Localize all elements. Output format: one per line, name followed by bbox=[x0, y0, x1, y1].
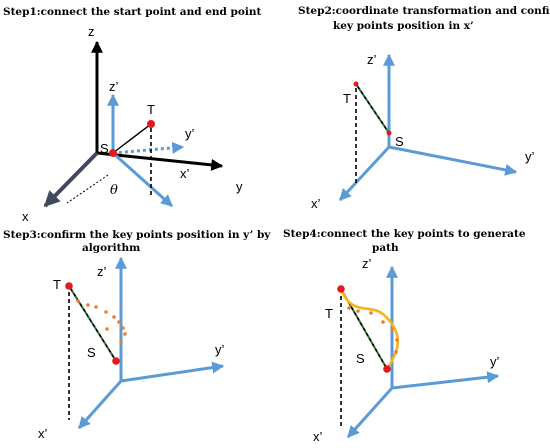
label-t: T bbox=[325, 306, 333, 321]
panel-step1: Step1:connect the start point and end po… bbox=[3, 6, 261, 224]
key-points-x-prime bbox=[68, 285, 117, 362]
x-prime-axis bbox=[111, 151, 174, 208]
label-s: S bbox=[395, 134, 404, 149]
label-theta: θ bbox=[110, 183, 118, 198]
label-x-prime: x’ bbox=[311, 196, 321, 211]
generated-path bbox=[339, 288, 400, 370]
start-point-s bbox=[109, 149, 117, 157]
label-y-prime: y’ bbox=[215, 342, 225, 357]
label-z-prime: z’ bbox=[97, 264, 107, 279]
y-prime-axis bbox=[388, 145, 518, 176]
end-point-t bbox=[147, 120, 155, 128]
label-x-prime: x’ bbox=[313, 429, 323, 444]
label-x-prime: x’ bbox=[180, 166, 190, 181]
y-axis bbox=[96, 151, 224, 171]
y-prime-axis bbox=[112, 141, 185, 155]
key-points-x-prime bbox=[355, 83, 390, 134]
start-point-s bbox=[112, 357, 120, 365]
x-prime-axis bbox=[346, 386, 394, 439]
end-point-t bbox=[337, 285, 345, 293]
step4-title-line2: path bbox=[372, 242, 399, 254]
s-t-segment bbox=[112, 123, 152, 154]
key-points bbox=[347, 306, 399, 354]
label-z-prime: z’ bbox=[109, 79, 119, 94]
label-x: x bbox=[22, 209, 29, 224]
label-s: S bbox=[87, 345, 96, 360]
label-t: T bbox=[343, 91, 351, 106]
x-axis bbox=[43, 151, 99, 208]
label-z: z bbox=[88, 24, 95, 39]
step1-title: Step1:connect the start point and end po… bbox=[3, 6, 261, 18]
label-x-prime: x’ bbox=[38, 426, 48, 441]
step3-title-line1: Step3:confirm the key points position in… bbox=[3, 229, 271, 241]
label-z-prime: z’ bbox=[367, 52, 377, 67]
start-point-s bbox=[386, 130, 392, 136]
label-y-prime: y’ bbox=[525, 149, 535, 164]
panel-step3: Step3:confirm the key points position in… bbox=[3, 229, 271, 441]
x-prime-axis bbox=[77, 380, 123, 429]
label-s: S bbox=[100, 141, 109, 156]
label-t: T bbox=[147, 102, 155, 117]
end-point-t bbox=[65, 282, 73, 290]
label-y-prime: y’ bbox=[185, 126, 195, 141]
panel-step4: Step4:connect the key points to generate… bbox=[283, 228, 526, 444]
label-z-prime: z’ bbox=[362, 256, 372, 271]
label-s: S bbox=[356, 351, 365, 366]
panel-step2: Step2:coordinate transformation and conf… bbox=[298, 5, 550, 211]
step4-title-line1: Step4:connect the key points to generate bbox=[283, 228, 526, 240]
label-y-prime: y’ bbox=[490, 354, 500, 369]
y-prime-axis bbox=[120, 361, 225, 383]
end-point-t bbox=[353, 81, 359, 87]
y-prime-axis bbox=[391, 371, 500, 390]
x-prime-axis bbox=[338, 145, 391, 202]
candidate-key-points bbox=[76, 299, 127, 344]
step2-title-line1: Step2:coordinate transformation and conf… bbox=[298, 5, 550, 17]
step2-title-line2: key points position in x’ bbox=[333, 20, 474, 32]
label-y: y bbox=[236, 179, 243, 194]
start-point-s bbox=[383, 365, 391, 373]
step3-title-line2: algorithm bbox=[82, 242, 140, 254]
projection-line bbox=[66, 174, 109, 204]
label-t: T bbox=[53, 277, 61, 292]
